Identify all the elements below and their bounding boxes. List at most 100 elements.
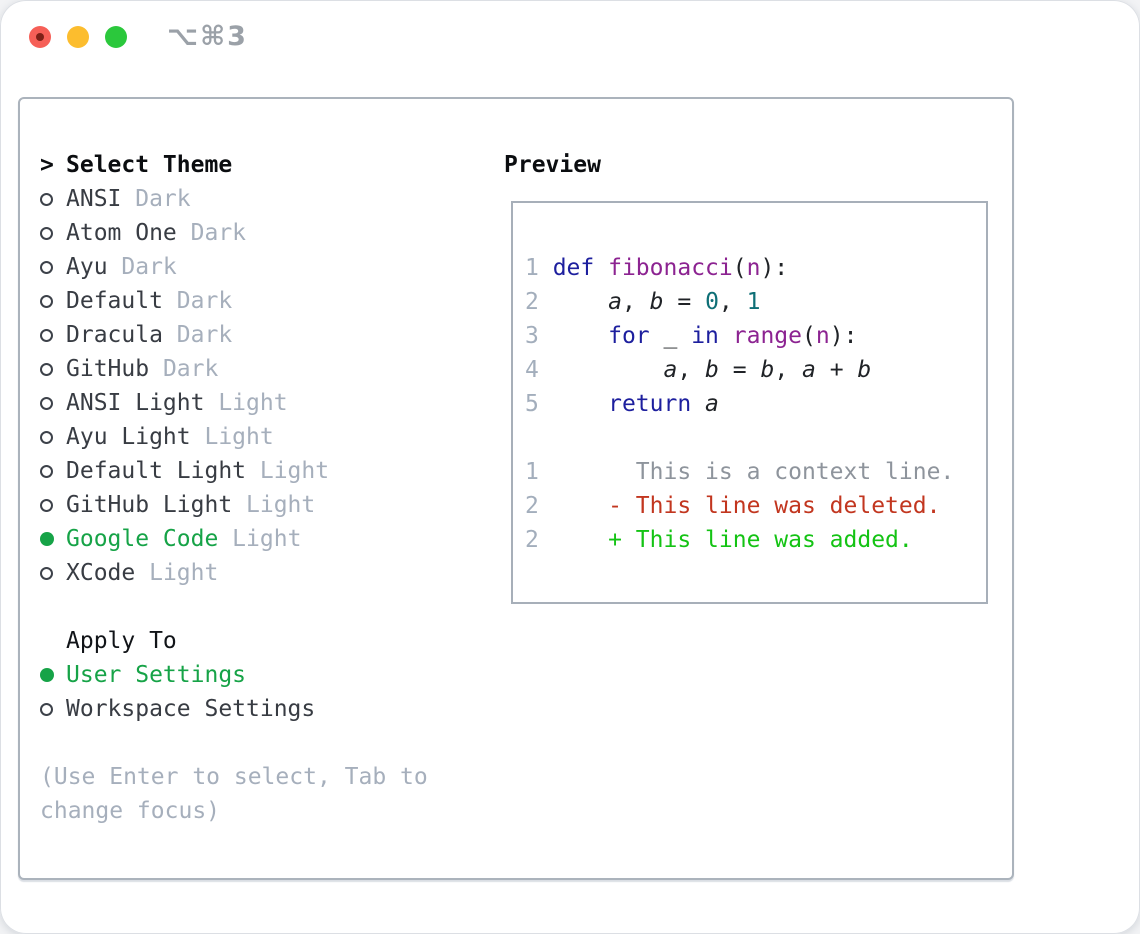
theme-option-ayu-light[interactable]: Ayu Light Light [40, 420, 490, 454]
theme-option-github[interactable]: GitHub Dark [40, 352, 490, 386]
option-variant-label: Dark [176, 220, 247, 246]
option-variant-label: Light [204, 390, 288, 416]
radio-icon [40, 430, 53, 444]
titlebar [29, 26, 127, 48]
option-variant-label: Light [218, 526, 302, 552]
diff-text: - This line was deleted. [538, 493, 941, 519]
option-label: GitHub Light [66, 492, 233, 518]
code-token: = [663, 289, 706, 315]
radio-gutter [40, 692, 66, 726]
code-token: a [663, 357, 678, 383]
theme-option-dracula[interactable]: Dracula Dark [40, 318, 490, 352]
minimize-button[interactable] [67, 26, 89, 48]
radio-gutter [40, 318, 66, 352]
code-token: b [760, 357, 775, 383]
code-token: , [621, 289, 650, 315]
radio-gutter [40, 420, 66, 454]
option-label: Dracula [66, 322, 163, 348]
theme-option-atom-one[interactable]: Atom One Dark [40, 216, 490, 250]
line-number: 2 [525, 289, 553, 315]
radio-icon [40, 260, 53, 274]
theme-option-default[interactable]: Default Dark [40, 284, 490, 318]
radio-gutter [40, 352, 66, 386]
radio-gutter [40, 454, 66, 488]
code-token [553, 357, 664, 383]
apply-to-header: Apply To [66, 628, 177, 654]
help-text-line-2: change focus) [40, 798, 221, 824]
spacer [40, 590, 490, 624]
radio-gutter [40, 522, 66, 556]
option-label: User Settings [66, 662, 247, 688]
code-line: 3 for _ in range(n): [525, 319, 986, 353]
diff-line-add: 2 + This line was added. [525, 523, 986, 557]
code-token: fibonacci [608, 255, 733, 281]
theme-option-google-code[interactable]: Google Code Light [40, 522, 490, 556]
code-token: = [718, 357, 761, 383]
preview-header: Preview [504, 152, 601, 178]
option-label: ANSI [66, 186, 122, 212]
radio-icon [40, 702, 53, 716]
option-variant-label: Dark [162, 322, 233, 348]
line-number: 2 [525, 527, 539, 553]
apply-option-workspace-settings[interactable]: Workspace Settings [40, 692, 490, 726]
code-token: ): [760, 255, 789, 281]
radio-selected-icon [40, 532, 54, 546]
option-label: Google Code [66, 526, 219, 552]
option-label: XCode [66, 560, 136, 586]
option-variant-label: Dark [149, 356, 219, 382]
help-text-line-1: (Use Enter to select, Tab to [40, 764, 428, 790]
code-token: 1 [746, 289, 761, 315]
close-dot-icon [36, 33, 44, 41]
diff-block: 1 This is a context line.2 - This line w… [525, 455, 986, 557]
code-token: ( [732, 255, 747, 281]
radio-icon [40, 192, 53, 206]
theme-option-ansi-light[interactable]: ANSI Light Light [40, 386, 490, 420]
code-token: + [815, 357, 858, 383]
radio-gutter [40, 386, 66, 420]
diff-text: This is a context line. [538, 459, 955, 485]
code-token: a [608, 289, 622, 315]
select-theme-header-row: > Select Theme [40, 148, 490, 182]
radio-icon [40, 294, 53, 308]
code-token [553, 391, 608, 417]
theme-option-xcode[interactable]: XCode Light [40, 556, 490, 590]
theme-option-ansi[interactable]: ANSI Dark [40, 182, 490, 216]
zoom-button[interactable] [105, 26, 127, 48]
theme-option-default-light[interactable]: Default Light Light [40, 454, 490, 488]
code-token: def [552, 255, 595, 281]
option-label: Ayu Light [66, 424, 191, 450]
apply-option-user-settings[interactable]: User Settings [40, 658, 490, 692]
apply-to-header-row: Apply To [40, 624, 490, 658]
code-token [553, 323, 608, 349]
radio-gutter [40, 556, 66, 590]
code-diff-gap [525, 421, 986, 455]
code-token [691, 391, 705, 417]
theme-option-github-light[interactable]: GitHub Light Light [40, 488, 490, 522]
line-number: 3 [525, 323, 553, 349]
code-token: b [857, 357, 872, 383]
theme-option-ayu[interactable]: Ayu Dark [40, 250, 490, 284]
code-token: , [718, 289, 747, 315]
window-title: ⌥⌘3 [167, 21, 248, 52]
code-token: in [691, 323, 719, 349]
radio-icon [40, 464, 53, 478]
close-button[interactable] [29, 26, 51, 48]
option-variant-label: Dark [121, 186, 191, 212]
code-token: a [802, 357, 816, 383]
prompt-caret-icon: > [40, 152, 54, 178]
line-number: 4 [525, 357, 553, 383]
option-label: Workspace Settings [66, 696, 316, 722]
code-token: , [774, 357, 803, 383]
radio-icon [40, 498, 53, 512]
code-token: n [746, 255, 761, 281]
code-token [594, 255, 608, 281]
code-token: range [732, 323, 802, 349]
line-number: 2 [525, 493, 539, 519]
code-token: 0 [705, 289, 719, 315]
option-label: Atom One [66, 220, 177, 246]
line-number: 1 [525, 255, 553, 281]
code-token: n [815, 323, 830, 349]
radio-gutter [40, 216, 66, 250]
